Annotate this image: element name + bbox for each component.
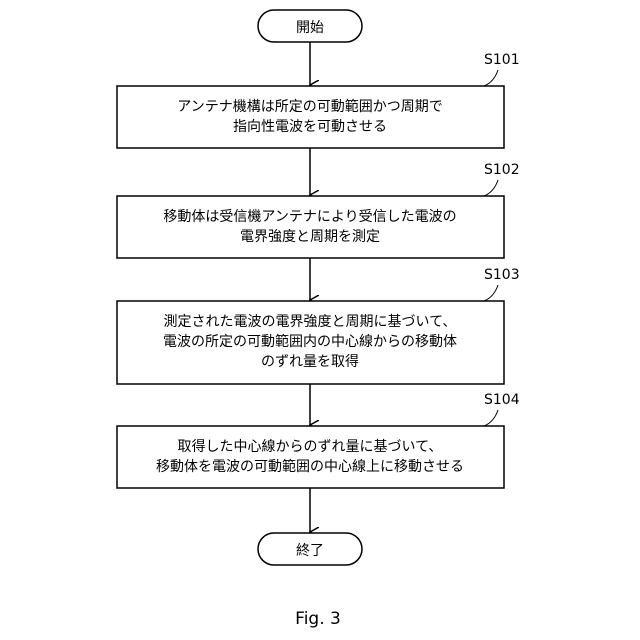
start-label: 開始	[296, 20, 324, 36]
process-box-s104	[117, 426, 504, 488]
step-leader	[484, 410, 498, 426]
step-text-line: のずれ量を取得	[261, 353, 359, 370]
end-label: 終了	[296, 543, 324, 559]
step-text-line: 電界強度と周期を測定	[240, 229, 380, 245]
step-text-line: 移動体を電波の可動範囲の中心線上に移動させる	[156, 458, 464, 475]
step-text-line: 測定された電波の電界強度と周期に基づいて、	[164, 313, 457, 330]
process-box-s101	[117, 86, 504, 148]
step-id-s102: S102	[484, 162, 520, 178]
step-leader	[484, 70, 498, 86]
step-text-line: 電波の所定の可動範囲内の中心線からの移動体	[163, 333, 457, 350]
step-text-line: 取得した中心線からのずれ量に基づいて、	[178, 438, 443, 455]
step-id-s103: S103	[484, 267, 520, 283]
step-leader	[484, 180, 498, 196]
step-text-line: アンテナ機構は所定の可動範囲かつ周期で	[177, 98, 442, 115]
step-leader	[484, 285, 498, 301]
process-box-s102	[117, 196, 504, 258]
step-id-s104: S104	[484, 392, 520, 408]
step-id-s101: S101	[484, 52, 520, 68]
step-text-line: 指向性電波を可動させる	[233, 119, 387, 135]
step-text-line: 移動体は受信機アンテナにより受信した電波の	[163, 209, 456, 225]
figure-caption: Fig. 3	[295, 609, 341, 629]
